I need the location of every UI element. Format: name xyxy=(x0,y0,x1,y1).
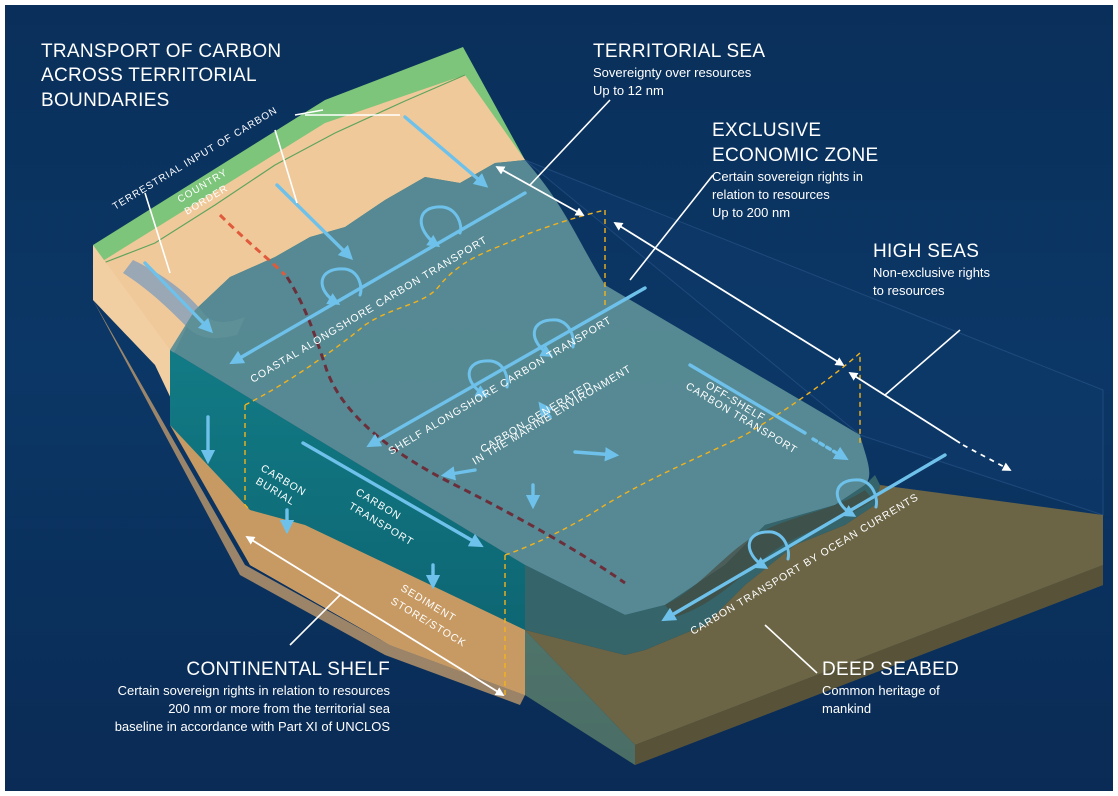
svg-text:Up to 12 nm: Up to 12 nm xyxy=(593,83,664,98)
svg-text:CONTINENTAL SHELF: CONTINENTAL SHELF xyxy=(186,659,390,680)
sea-surface xyxy=(170,160,870,615)
country-border-sea xyxy=(285,276,626,585)
svg-text:DEEP SEABED: DEEP SEABED xyxy=(822,659,959,680)
svg-text:EXCLUSIVE: EXCLUSIVE xyxy=(712,120,821,141)
territorial-sea-callout: TERRITORIAL SEA Sovereignty over resourc… xyxy=(593,41,765,98)
deep-seabed-callout: DEEP SEABED Common heritage of mankind xyxy=(822,659,959,716)
svg-text:TERRITORIAL SEA: TERRITORIAL SEA xyxy=(593,41,765,62)
vegetation-line xyxy=(92,74,466,268)
svg-text:mankind: mankind xyxy=(822,701,871,716)
deep-base xyxy=(635,565,1103,765)
deep-seabed-surface xyxy=(525,485,1103,745)
svg-text:Up to 200 nm: Up to 200 nm xyxy=(712,205,790,220)
river-estuary xyxy=(123,260,245,339)
svg-text:BOUNDARIES: BOUNDARIES xyxy=(41,90,170,111)
svg-text:ECONOMIC ZONE: ECONOMIC ZONE xyxy=(712,145,878,166)
eez-callout: EXCLUSIVE ECONOMIC ZONE Certain sovereig… xyxy=(712,120,878,220)
territorial-sea-extent-arrow xyxy=(495,166,585,216)
extent-arrows xyxy=(245,166,1012,696)
carbon-transport-diagram: TERRESTRIAL INPUT OF CARBON COUNTRY BORD… xyxy=(41,41,1104,765)
continental-shelf-callout: CONTINENTAL SHELF Certain sovereign righ… xyxy=(115,659,391,734)
svg-text:ACROSS TERRITORIAL: ACROSS TERRITORIAL xyxy=(41,65,257,86)
country-border-land xyxy=(218,213,287,277)
eez-extent-arrow xyxy=(613,222,845,366)
high-seas-extent-arrow xyxy=(848,372,961,444)
high-seas-callout: HIGH SEAS Non-exclusive rights to resour… xyxy=(873,241,991,298)
svg-text:Sovereignty over resources: Sovereignty over resources xyxy=(593,65,752,80)
svg-text:HIGH SEAS: HIGH SEAS xyxy=(873,241,979,262)
carbon-flow-arrows xyxy=(143,115,947,622)
zone-boundaries xyxy=(244,209,861,695)
diagram-frame: TERRESTRIAL INPUT OF CARBON COUNTRY BORD… xyxy=(5,5,1113,791)
svg-text:Non-exclusive rights: Non-exclusive rights xyxy=(873,265,991,280)
svg-text:Certain sovereign rights in: Certain sovereign rights in xyxy=(712,169,863,184)
svg-text:200 nm or more from the territ: 200 nm or more from the territorial sea xyxy=(168,701,391,716)
svg-text:to resources: to resources xyxy=(873,283,945,298)
continental-shelf-extent-arrow xyxy=(245,536,505,696)
svg-text:Certain sovereign rights in re: Certain sovereign rights in relation to … xyxy=(118,683,391,698)
svg-text:relation to resources: relation to resources xyxy=(712,187,830,202)
svg-text:Common heritage of: Common heritage of xyxy=(822,683,940,698)
svg-text:baseline in accordance with Pa: baseline in accordance with Part XI of U… xyxy=(115,719,391,734)
svg-text:TRANSPORT OF CARBON: TRANSPORT OF CARBON xyxy=(41,41,281,62)
eddy-loops xyxy=(320,205,878,569)
title-block: TRANSPORT OF CARBON ACROSS TERRITORIAL B… xyxy=(41,41,281,111)
